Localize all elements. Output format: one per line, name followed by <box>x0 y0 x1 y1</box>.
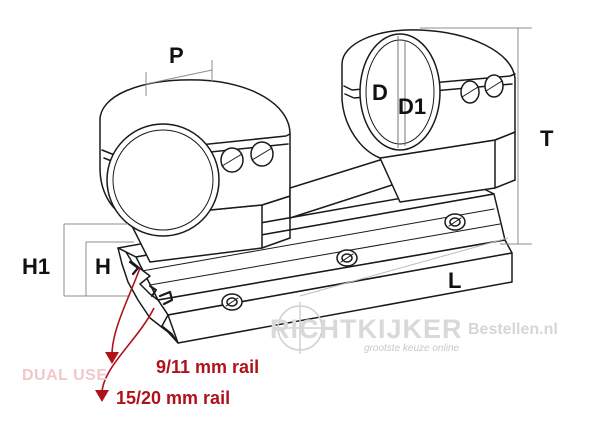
rail-15-20-label: 15/20 mm rail <box>116 388 231 408</box>
rear-ring-bore <box>359 33 441 151</box>
crosshair-icon <box>274 302 326 354</box>
watermark-brand: RICHTKIJKER <box>270 314 463 344</box>
label-l: L <box>448 268 462 293</box>
dual-use-label: DUAL USE <box>22 367 108 384</box>
arrow-9-11 <box>111 267 141 356</box>
label-d: D <box>372 80 388 105</box>
rail-9-11-label: 9/11 mm rail <box>156 357 260 377</box>
screw-icon <box>250 141 274 167</box>
label-h: H <box>95 254 111 279</box>
l-dimension-line <box>299 237 509 297</box>
label-d1: D1 <box>398 94 427 119</box>
arrowhead-icon <box>95 390 109 402</box>
screw-icon <box>484 74 504 98</box>
watermark-shop: Bestellen.nl <box>468 321 558 338</box>
screw-icon <box>444 213 466 231</box>
screw-icon <box>336 249 358 267</box>
p-dimension-line <box>145 69 213 85</box>
label-p: P <box>169 43 184 68</box>
base-bottom-edge <box>167 252 513 344</box>
screw-icon <box>460 80 480 104</box>
front-ring-bore <box>106 123 220 237</box>
arrow-15-20 <box>101 307 155 393</box>
watermark-tagline: grootste keuze online <box>364 343 460 354</box>
label-t: T <box>540 126 554 151</box>
screw-icon <box>220 147 244 173</box>
screw-icon <box>221 293 243 311</box>
arrowhead-icon <box>105 352 119 364</box>
label-h1: H1 <box>22 254 51 279</box>
